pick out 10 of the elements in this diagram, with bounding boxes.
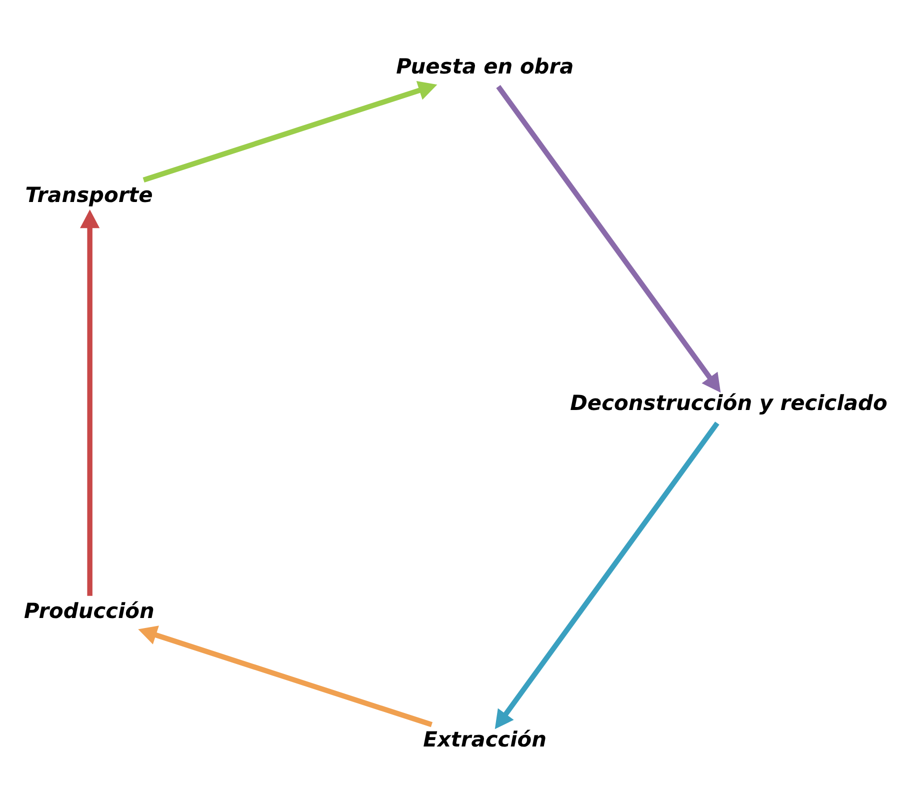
node-text: Producción: [24, 598, 154, 623]
node-text: Transporte: [25, 182, 153, 207]
arrow: [494, 421, 720, 729]
node-text: Puesta en obra: [396, 54, 574, 78]
arrow: [80, 208, 100, 596]
node-text: Deconstrucción y reciclado: [570, 390, 888, 415]
node-text: Extracción: [423, 727, 547, 752]
arrow: [496, 84, 721, 392]
arrow: [138, 625, 433, 727]
arrow: [142, 80, 438, 182]
